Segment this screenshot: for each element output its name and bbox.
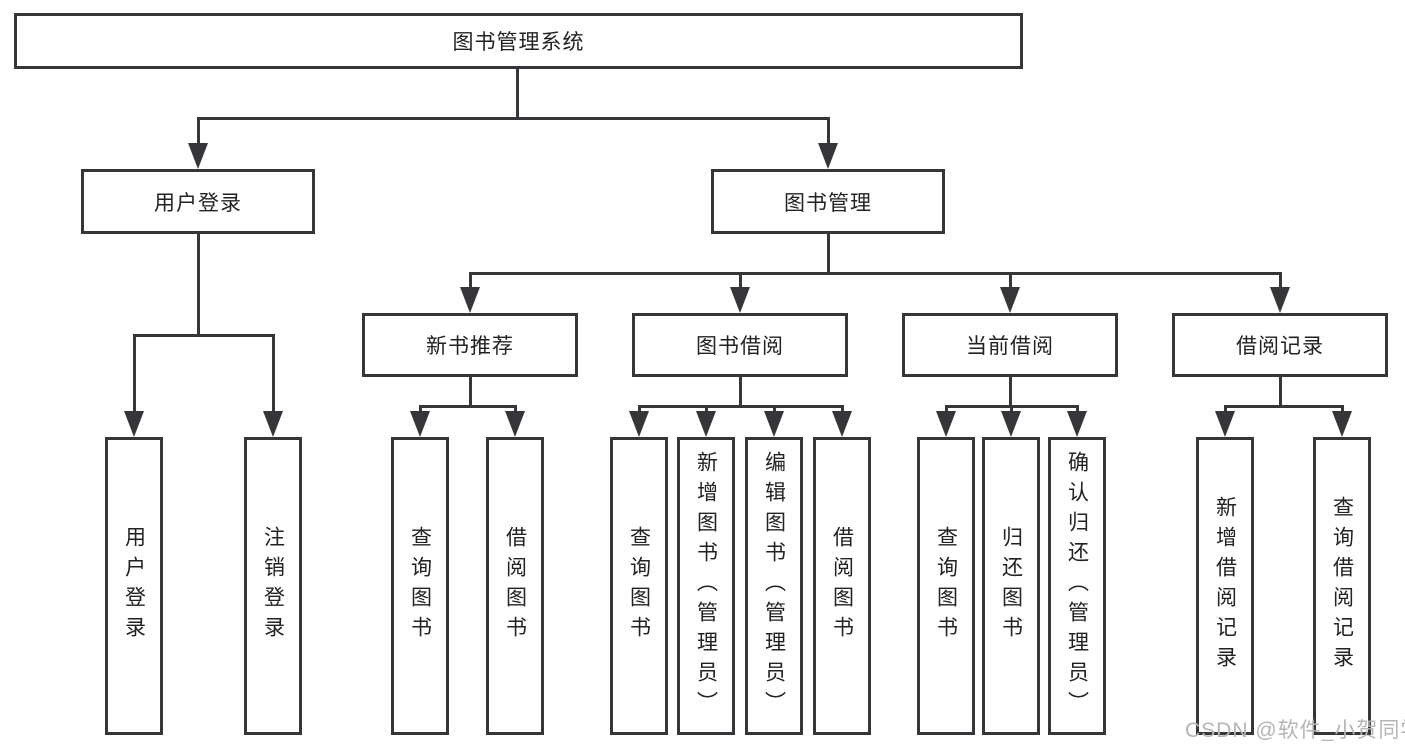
node-book-borrow-label: 图书借阅 (696, 335, 784, 358)
arrowhead-book-mgmt (818, 143, 838, 169)
leaf-logout: 注销登录 (244, 437, 302, 735)
connector-current-stem (1008, 374, 1012, 408)
node-book-borrow: 图书借阅 (632, 313, 848, 377)
arrowhead-leaf (696, 411, 716, 437)
arrowhead-new-books (460, 287, 480, 313)
leaf-return-books: 归还图书 (982, 437, 1040, 735)
connector-drop-new-books (468, 272, 472, 295)
connector-root-stem (515, 67, 519, 119)
leaf-add-books-admin: 新增图书（管理员） (677, 437, 735, 735)
connector-user-login-bus (132, 334, 275, 337)
node-book-mgmt: 图书管理 (711, 169, 945, 234)
watermark: CSDN @软件_小贺同学 (1185, 719, 1405, 742)
node-new-books-label: 新书推荐 (426, 335, 514, 358)
leaf-label: 查询图书 (408, 526, 432, 646)
connector-book-mgmt-stem (826, 231, 830, 275)
leaf-label: 查询图书 (627, 526, 651, 646)
arrowhead-leaf (1215, 411, 1235, 437)
connector-user-login-stem (196, 231, 200, 336)
leaf-confirm-return-admin: 确认归还（管理员） (1048, 437, 1106, 735)
arrowhead-leaf (936, 411, 956, 437)
arrowhead-user-login (188, 143, 208, 169)
leaf-label: 查询图书 (934, 526, 958, 646)
connector-level3-bus (468, 272, 1282, 275)
leaf-edit-books-admin: 编辑图书（管理员） (745, 437, 803, 735)
connector-book-borrow-bus (637, 405, 844, 408)
arrowhead-records (1270, 287, 1290, 313)
arrowhead-book-borrow (730, 287, 750, 313)
leaf-label: 编辑图书（管理员） (762, 451, 786, 721)
connector-root-bus (196, 117, 830, 120)
node-book-mgmt-label: 图书管理 (784, 191, 872, 215)
arrowhead-leaf (1001, 411, 1021, 437)
connector-drop-logout (271, 334, 275, 420)
leaf-query-books-3: 查询图书 (917, 437, 975, 735)
node-root-label: 图书管理系统 (452, 31, 585, 54)
leaf-borrow-books-2: 借阅图书 (813, 437, 871, 735)
connector-new-books-stem (468, 374, 472, 408)
leaf-label: 注销登录 (261, 526, 285, 646)
node-current-borrow-label: 当前借阅 (966, 335, 1054, 358)
connector-drop-login (132, 334, 136, 420)
node-current-borrow: 当前借阅 (902, 313, 1118, 377)
leaf-label: 用户登录 (122, 526, 146, 646)
leaf-label: 新增借阅记录 (1213, 496, 1237, 676)
leaf-label: 新增图书（管理员） (694, 451, 718, 721)
node-borrow-records-label: 借阅记录 (1236, 335, 1324, 358)
arrowhead-leaf (1067, 411, 1087, 437)
leaf-label: 借阅图书 (830, 526, 854, 646)
arrowhead-leaf (1332, 411, 1352, 437)
leaf-label: 确认归还（管理员） (1065, 451, 1089, 721)
node-user-login: 用户登录 (81, 169, 315, 234)
connector-records-stem (1278, 374, 1282, 408)
connector-records-bus (1223, 405, 1344, 408)
leaf-label: 借阅图书 (503, 526, 527, 646)
leaf-label: 归还图书 (999, 526, 1023, 646)
leaf-query-borrow-record: 查询借阅记录 (1313, 437, 1371, 735)
connector-drop-records (1278, 272, 1282, 295)
node-user-login-label: 用户登录 (154, 191, 242, 215)
node-root: 图书管理系统 (14, 13, 1023, 69)
leaf-borrow-books-1: 借阅图书 (486, 437, 544, 735)
connector-new-books-bus (418, 405, 517, 408)
leaf-user-login: 用户登录 (105, 437, 163, 735)
node-new-books: 新书推荐 (362, 313, 578, 377)
leaf-query-books-2: 查询图书 (610, 437, 668, 735)
arrowhead-logout (263, 411, 283, 437)
leaf-add-borrow-record: 新增借阅记录 (1196, 437, 1254, 735)
arrowhead-leaf (832, 411, 852, 437)
connector-drop-book-borrow (738, 272, 742, 295)
leaf-label: 查询借阅记录 (1330, 496, 1354, 676)
arrowhead-leaf (505, 411, 525, 437)
connector-drop-user-login (196, 117, 200, 150)
arrowhead-current (1000, 287, 1020, 313)
node-borrow-records: 借阅记录 (1172, 313, 1388, 377)
leaf-query-books-1: 查询图书 (391, 437, 449, 735)
connector-drop-book-mgmt (826, 117, 830, 150)
arrowhead-leaf (629, 411, 649, 437)
connector-book-borrow-stem (738, 374, 742, 408)
arrowhead-leaf (764, 411, 784, 437)
arrowhead-login (124, 411, 144, 437)
arrowhead-leaf (410, 411, 430, 437)
connector-drop-current (1008, 272, 1012, 295)
